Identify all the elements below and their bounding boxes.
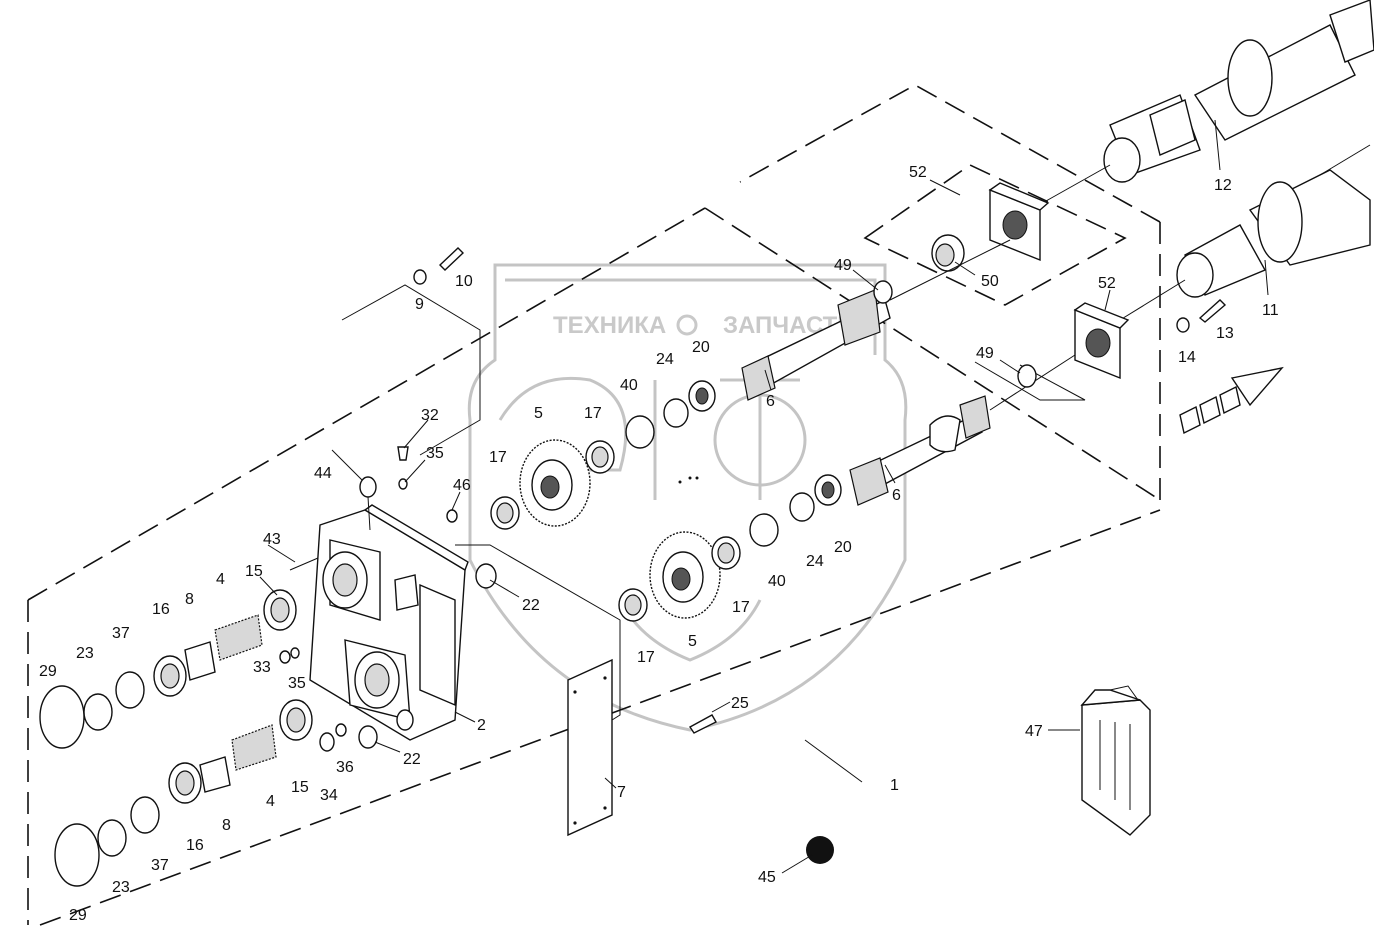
callout-8: 8: [185, 591, 194, 608]
callout-47: 47: [1025, 723, 1043, 740]
callout-33: 33: [253, 659, 271, 676]
callout-45: 45: [758, 869, 776, 886]
callout-44: 44: [314, 465, 332, 482]
flange-upper: [988, 182, 1050, 262]
callout-34: 34: [320, 787, 338, 804]
callout-49: 49: [834, 257, 852, 274]
callout-35: 35: [288, 675, 306, 692]
assembly-outline-52: [863, 164, 1127, 306]
callout-6: 6: [892, 487, 901, 504]
bearing-50: [931, 234, 965, 272]
gearbox-housing: [309, 504, 469, 741]
callout-23: 23: [112, 879, 130, 896]
cover-plate: [567, 658, 613, 837]
callout-46: 46: [453, 477, 471, 494]
callout-1: 1: [890, 777, 899, 794]
callout-52: 52: [1098, 275, 1116, 292]
drive-shaft-upper: [1029, 0, 1374, 211]
callout-20: 20: [692, 339, 710, 356]
callout-4: 4: [266, 793, 275, 810]
callout-22: 22: [522, 597, 540, 614]
input-assembly-upper: [39, 589, 297, 749]
callout-labels: 1 2 4 4 5 5 6 6 7 8 8 9 10 11 12 13 14 1…: [39, 164, 1279, 924]
flange-lower: [1073, 302, 1130, 380]
gear-upper: [519, 439, 591, 527]
callout-17: 17: [584, 405, 602, 422]
callout-16: 16: [152, 601, 170, 618]
callout-17: 17: [732, 599, 750, 616]
callout-32: 32: [421, 407, 439, 424]
callout-6: 6: [766, 393, 775, 410]
callout-5: 5: [688, 633, 697, 650]
callout-7: 7: [617, 784, 626, 801]
callout-22: 22: [403, 751, 421, 768]
callout-2: 2: [477, 717, 486, 734]
bearings-and-rings: [490, 280, 1037, 622]
watermark-text-left: ТЕХНИКА: [553, 312, 666, 339]
watermark-gear-icon: [676, 314, 698, 336]
oil-canister: [1080, 685, 1151, 836]
callout-13: 13: [1216, 325, 1234, 342]
callout-8: 8: [222, 817, 231, 834]
watermark: ТЕХНИКА ЗАПЧАСТИ: [467, 263, 908, 732]
callout-25: 25: [731, 695, 749, 712]
callout-10: 10: [455, 273, 473, 290]
part-45-dot: [806, 836, 834, 864]
callout-16: 16: [186, 837, 204, 854]
shaft-lower: [849, 354, 1076, 506]
callout-14: 14: [1178, 349, 1196, 366]
callout-5: 5: [534, 405, 543, 422]
callout-43: 43: [263, 531, 281, 548]
callout-23: 23: [76, 645, 94, 662]
callout-37: 37: [151, 857, 169, 874]
callout-15: 15: [291, 779, 309, 796]
small-parts: [279, 247, 1227, 752]
callout-40: 40: [768, 573, 786, 590]
gear-lower: [649, 531, 721, 619]
callout-9: 9: [415, 296, 424, 313]
callout-4: 4: [216, 571, 225, 588]
callout-35: 35: [426, 445, 444, 462]
callout-50: 50: [981, 273, 999, 290]
callout-37: 37: [112, 625, 130, 642]
callout-36: 36: [336, 759, 354, 776]
callout-11: 11: [1262, 302, 1279, 319]
callout-12: 12: [1214, 177, 1232, 194]
callout-52: 52: [909, 164, 927, 181]
callout-29: 29: [39, 663, 57, 680]
callout-29: 29: [69, 907, 87, 924]
direction-arrow-icon: [1179, 366, 1284, 435]
callout-17: 17: [489, 449, 507, 466]
callout-49: 49: [976, 345, 994, 362]
callout-24: 24: [806, 553, 824, 570]
callout-24: 24: [656, 351, 674, 368]
leader-lines: [259, 119, 1269, 874]
callout-17: 17: [637, 649, 655, 666]
input-assembly-lower: [54, 699, 313, 887]
callout-40: 40: [620, 377, 638, 394]
callout-15: 15: [245, 563, 263, 580]
callout-20: 20: [834, 539, 852, 556]
shaft-upper: [741, 239, 1011, 401]
drive-shaft-lower: [1119, 144, 1371, 321]
